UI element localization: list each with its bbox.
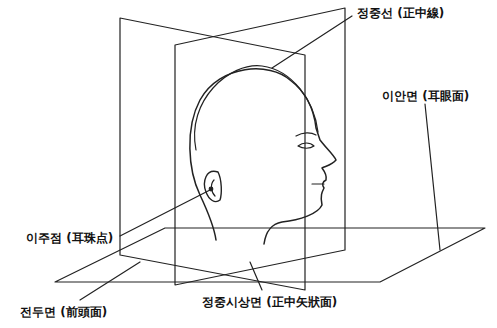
leader-line xyxy=(425,104,440,250)
callout-label: 이주점 (耳珠点) xyxy=(24,231,115,245)
leader-line xyxy=(80,262,140,300)
frontal-plane xyxy=(120,18,305,290)
brow xyxy=(296,133,316,136)
callout-label: 정중선 (正中線) xyxy=(355,6,446,20)
tragus-point xyxy=(209,187,213,191)
callout-label: 전두면 (前頭面) xyxy=(18,305,109,319)
sagittal-plane xyxy=(175,8,345,285)
callout-label-box: 정중선 (正中線) xyxy=(355,3,446,22)
callout-label-box: 이주점 (耳珠点) xyxy=(24,228,115,247)
callout-label-box: 이안면 (耳眼面) xyxy=(380,86,471,105)
midline-curve xyxy=(195,66,318,150)
callout-label: 이안면 (耳眼面) xyxy=(380,89,471,103)
leader-line xyxy=(120,190,210,236)
leader-line xyxy=(250,262,262,290)
callout-label: 정중시상면 (正中矢狀面) xyxy=(200,295,339,309)
leader-line xyxy=(272,16,352,68)
callout-label-box: 정중시상면 (正中矢狀面) xyxy=(200,292,339,311)
callout-label-box: 전두면 (前頭面) xyxy=(18,302,109,321)
ear xyxy=(205,171,222,201)
head-outline xyxy=(190,69,336,244)
mouth xyxy=(312,183,324,184)
eye xyxy=(298,143,314,148)
